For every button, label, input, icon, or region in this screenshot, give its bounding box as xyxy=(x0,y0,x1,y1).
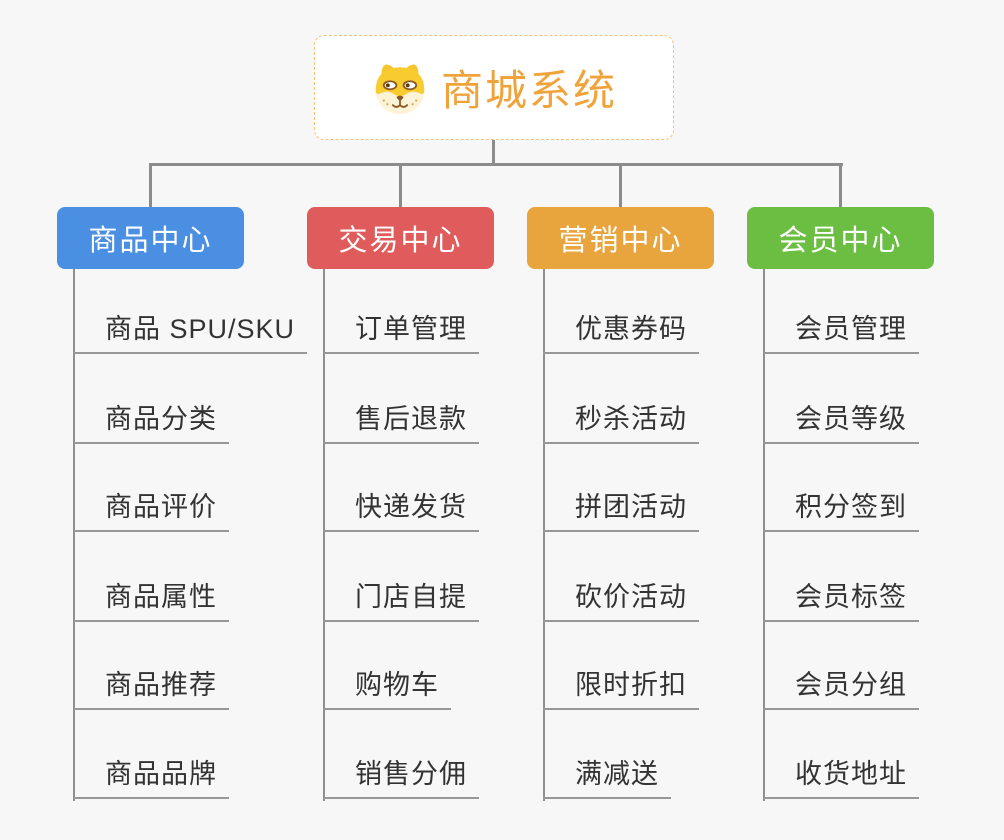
mindmap-item[interactable]: 限时折扣 xyxy=(543,666,699,710)
mindmap-item[interactable]: 商品评价 xyxy=(73,488,229,532)
branch-header-products[interactable]: 商品中心 xyxy=(57,207,244,269)
mindmap-item[interactable]: 会员管理 xyxy=(763,310,919,354)
mindmap-item[interactable]: 优惠券码 xyxy=(543,310,699,354)
mindmap-item[interactable]: 商品 SPU/SKU xyxy=(73,310,308,354)
connector-drop-marketing xyxy=(619,163,622,208)
branch-products: 商品中心 商品 SPU/SKU 商品分类 商品评价 商品属性 商品推荐 商品品牌 xyxy=(57,207,308,817)
mindmap-item[interactable]: 商品分类 xyxy=(73,400,229,444)
mindmap-item[interactable]: 快递发货 xyxy=(323,488,479,532)
mindmap-item[interactable]: 拼团活动 xyxy=(543,488,699,532)
mindmap-item[interactable]: 商品品牌 xyxy=(73,755,229,799)
mindmap-item[interactable]: 积分签到 xyxy=(763,488,919,532)
mindmap-item[interactable]: 会员等级 xyxy=(763,400,919,444)
branch-header-marketing[interactable]: 营销中心 xyxy=(527,207,714,269)
branch-trunk-line xyxy=(73,269,75,801)
branch-header-members[interactable]: 会员中心 xyxy=(747,207,934,269)
branch-trunk-line xyxy=(543,269,545,801)
branch-members: 会员中心 会员管理 会员等级 积分签到 会员标签 会员分组 收货地址 xyxy=(747,207,987,817)
mindmap-item[interactable]: 会员标签 xyxy=(763,578,919,622)
connector-drop-products xyxy=(149,163,152,208)
mindmap-item[interactable]: 商品属性 xyxy=(73,578,229,622)
connector-drop-trade xyxy=(399,163,402,208)
mindmap-item[interactable]: 购物车 xyxy=(323,666,451,710)
mindmap-item[interactable]: 商品推荐 xyxy=(73,666,229,710)
mindmap-item[interactable]: 会员分组 xyxy=(763,666,919,710)
dog-face-icon xyxy=(371,61,429,115)
branch-trunk-line xyxy=(323,269,325,801)
mindmap-item[interactable]: 售后退款 xyxy=(323,400,479,444)
mindmap-item[interactable]: 门店自提 xyxy=(323,578,479,622)
branch-trunk-line xyxy=(763,269,765,801)
root-node[interactable]: 商城系统 xyxy=(314,35,674,140)
branch-header-trade[interactable]: 交易中心 xyxy=(307,207,494,269)
branch-marketing: 营销中心 优惠券码 秒杀活动 拼团活动 砍价活动 限时折扣 满减送 xyxy=(527,207,767,817)
root-title: 商城系统 xyxy=(440,67,617,114)
mindmap-item[interactable]: 满减送 xyxy=(543,755,671,799)
connector-root-drop xyxy=(492,140,495,164)
branch-trade: 交易中心 订单管理 售后退款 快递发货 门店自提 购物车 销售分佣 xyxy=(307,207,547,817)
mindmap-item[interactable]: 秒杀活动 xyxy=(543,400,699,444)
mindmap-item[interactable]: 收货地址 xyxy=(763,755,919,799)
connector-drop-members xyxy=(839,163,842,208)
connector-bus-line xyxy=(149,163,843,166)
mindmap-item[interactable]: 砍价活动 xyxy=(543,578,699,622)
mindmap-item[interactable]: 销售分佣 xyxy=(323,755,479,799)
mindmap-item[interactable]: 订单管理 xyxy=(323,310,479,354)
